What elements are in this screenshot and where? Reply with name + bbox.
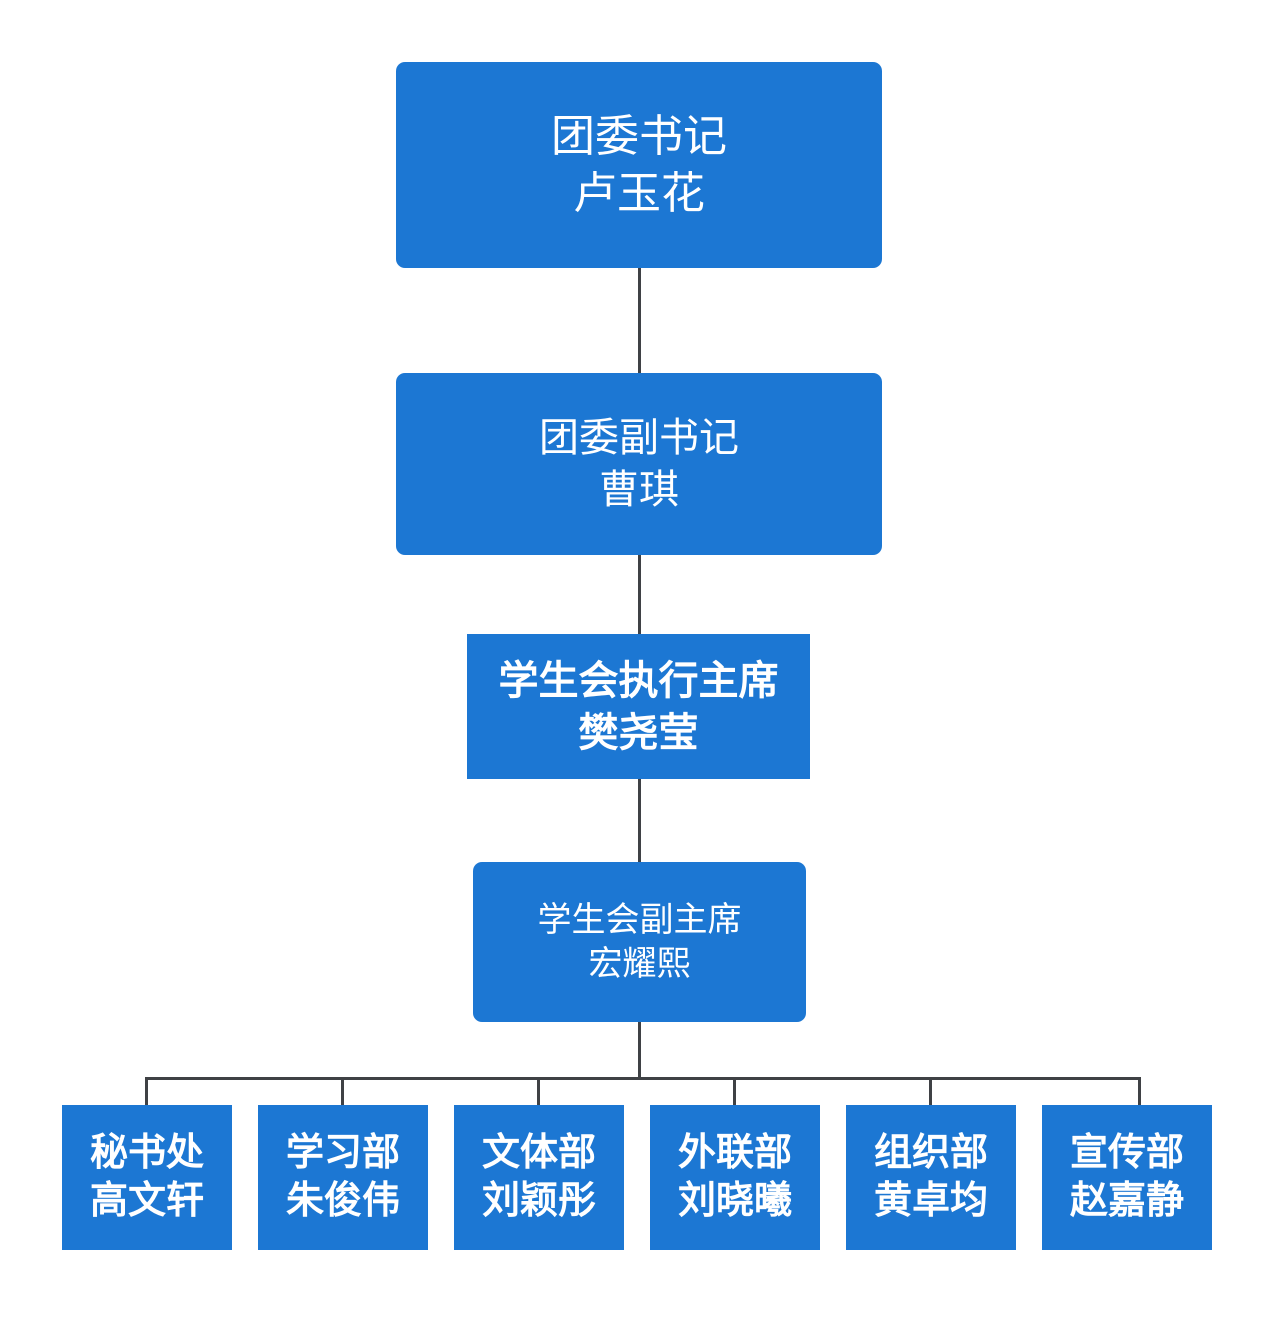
dept-person: 刘晓曦 xyxy=(677,1179,792,1222)
dept-role: 学习部 xyxy=(285,1132,400,1174)
dept-person: 高文轩 xyxy=(89,1179,204,1222)
dept-person: 赵嘉静 xyxy=(1069,1179,1184,1222)
connector-department-bus xyxy=(145,1077,1141,1080)
node-dept-secretariat[interactable]: 秘书处 高文轩 xyxy=(62,1105,232,1250)
node-role: 学生会副主席 xyxy=(537,900,742,939)
connector-vice-chair-to-bus xyxy=(638,1022,641,1079)
node-su-vice-chair[interactable]: 学生会副主席 宏耀熙 xyxy=(473,862,806,1022)
node-dept-publicity[interactable]: 宣传部 赵嘉静 xyxy=(1042,1105,1212,1250)
node-person: 卢玉花 xyxy=(573,169,705,218)
connector-deputy-to-exec-chair xyxy=(638,555,641,634)
connector-drop-department-6 xyxy=(1138,1077,1141,1107)
node-role: 团委副书记 xyxy=(539,416,739,460)
node-dept-culture[interactable]: 文体部 刘颖彤 xyxy=(454,1105,624,1250)
dept-role: 外联部 xyxy=(677,1132,792,1174)
connector-drop-department-5 xyxy=(929,1077,932,1107)
node-dept-liaison[interactable]: 外联部 刘晓曦 xyxy=(650,1105,820,1250)
connector-exec-chair-to-vice-chair xyxy=(638,779,641,862)
dept-role: 组织部 xyxy=(873,1132,988,1174)
node-su-exec-chair[interactable]: 学生会执行主席 樊尧莹 xyxy=(467,634,810,779)
dept-person: 刘颖彤 xyxy=(481,1179,596,1222)
node-person: 樊尧莹 xyxy=(578,710,699,755)
node-role: 团委书记 xyxy=(551,111,727,161)
node-role: 学生会执行主席 xyxy=(498,658,779,703)
connector-drop-department-2 xyxy=(341,1077,344,1107)
connector-drop-department-4 xyxy=(733,1077,736,1107)
dept-person: 黄卓均 xyxy=(873,1179,988,1222)
dept-person: 朱俊伟 xyxy=(285,1179,400,1222)
node-dept-organization[interactable]: 组织部 黄卓均 xyxy=(846,1105,1016,1250)
connector-secretary-to-deputy xyxy=(638,268,641,373)
dept-role: 宣传部 xyxy=(1069,1132,1184,1174)
node-person: 宏耀熙 xyxy=(588,945,691,983)
dept-role: 秘书处 xyxy=(89,1132,204,1174)
node-tw-secretary[interactable]: 团委书记 卢玉花 xyxy=(396,62,882,268)
connector-drop-department-1 xyxy=(145,1077,148,1107)
node-tw-deputy[interactable]: 团委副书记 曹琪 xyxy=(396,373,882,555)
node-person: 曹琪 xyxy=(599,468,679,512)
connector-drop-department-3 xyxy=(537,1077,540,1107)
node-dept-study[interactable]: 学习部 朱俊伟 xyxy=(258,1105,428,1250)
dept-role: 文体部 xyxy=(481,1132,596,1174)
